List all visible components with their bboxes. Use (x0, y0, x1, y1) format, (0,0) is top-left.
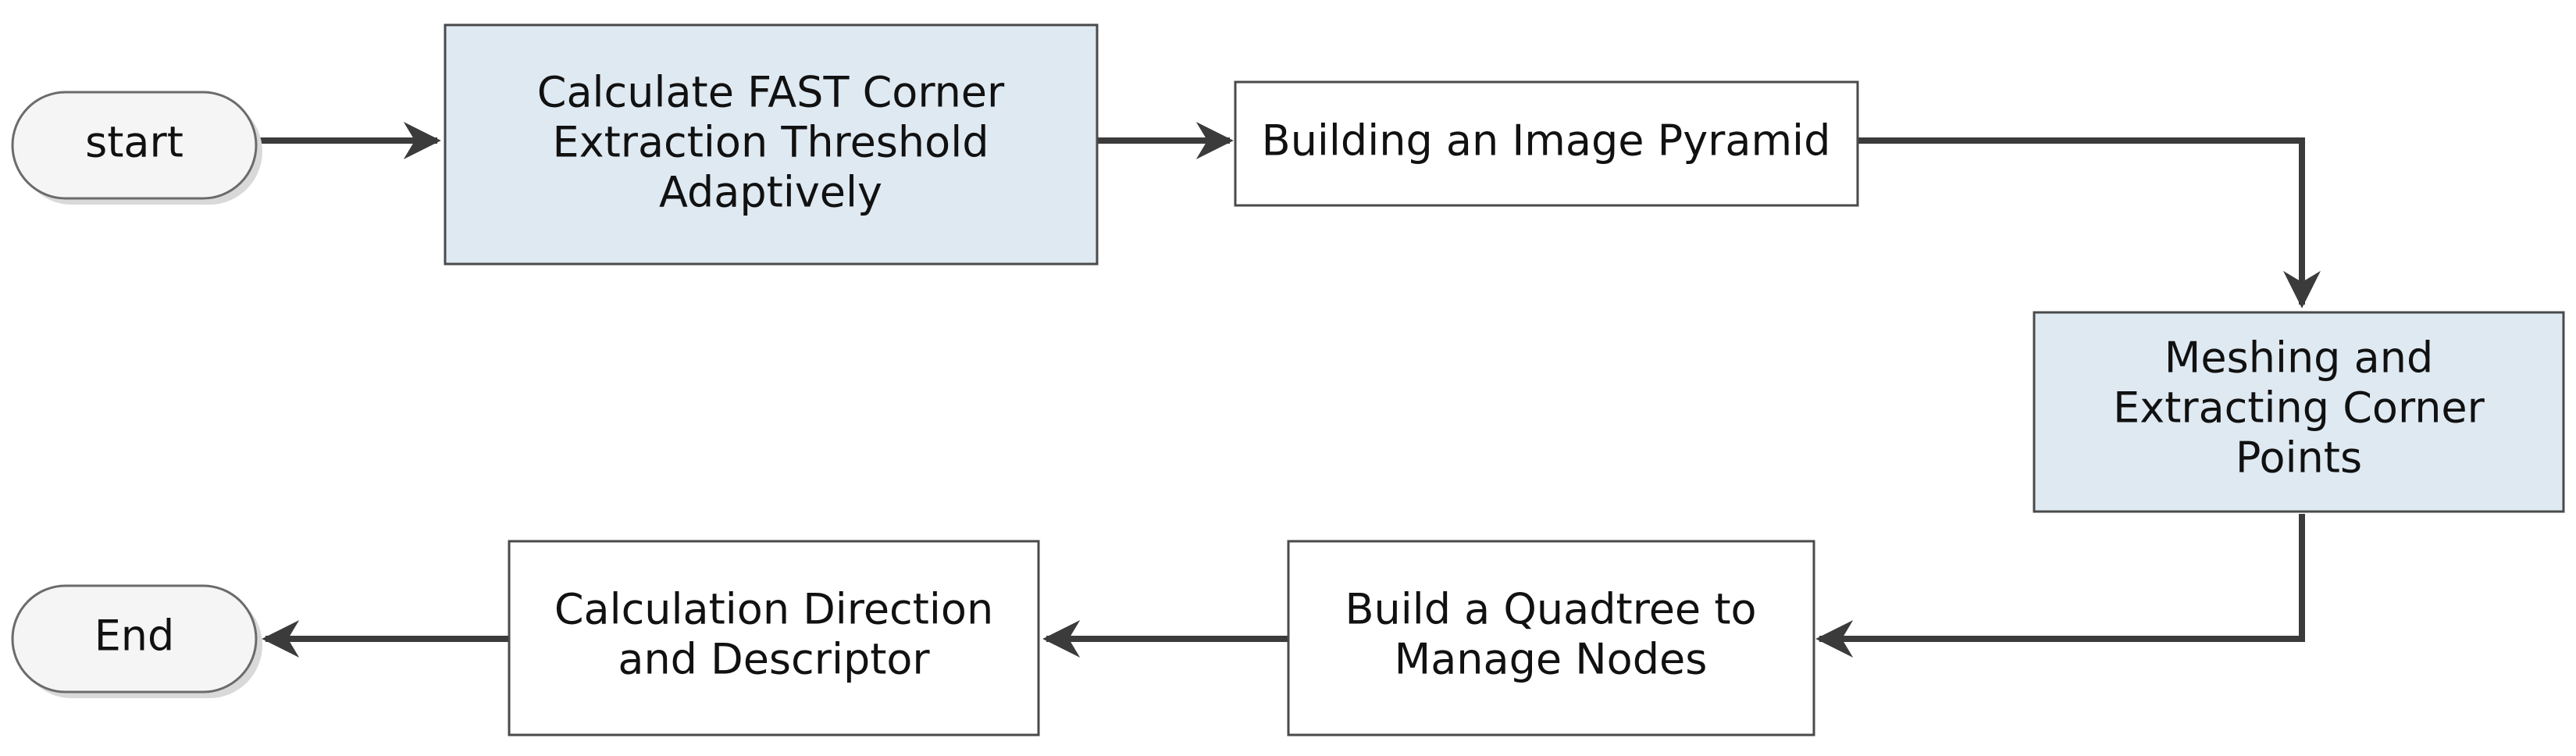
arrow-meshing-to-quadtree (1815, 514, 2305, 658)
end-terminal: End (11, 584, 262, 698)
node-label-line: Calculate FAST Corner (537, 68, 1005, 117)
node-label-line: Calculation Direction (554, 585, 993, 634)
node-label-line: Meshing and (2164, 333, 2433, 383)
node-label-line: Build a Quadtree to (1345, 585, 1756, 634)
start-label: start (85, 118, 183, 167)
node-label-line: Adaptively (659, 168, 882, 217)
node-label-line: Points (2236, 433, 2362, 483)
node-label-line: Extracting Corner (2113, 383, 2485, 433)
connectors (258, 122, 2321, 658)
end-label: End (94, 612, 175, 661)
node-label-line: Extraction Threshold (553, 118, 989, 167)
start-terminal: start (11, 91, 262, 205)
node-label-line: Building an Image Pyramid (1262, 116, 1831, 166)
node-label-line: Manage Nodes (1395, 635, 1708, 684)
node-label-line: and Descriptor (618, 635, 930, 684)
pyramid-label: Building an Image Pyramid (1262, 116, 1831, 166)
pyramid-step: Building an Image Pyramid (1234, 80, 1859, 207)
arrow-pyramid-to-meshing (1855, 137, 2321, 308)
